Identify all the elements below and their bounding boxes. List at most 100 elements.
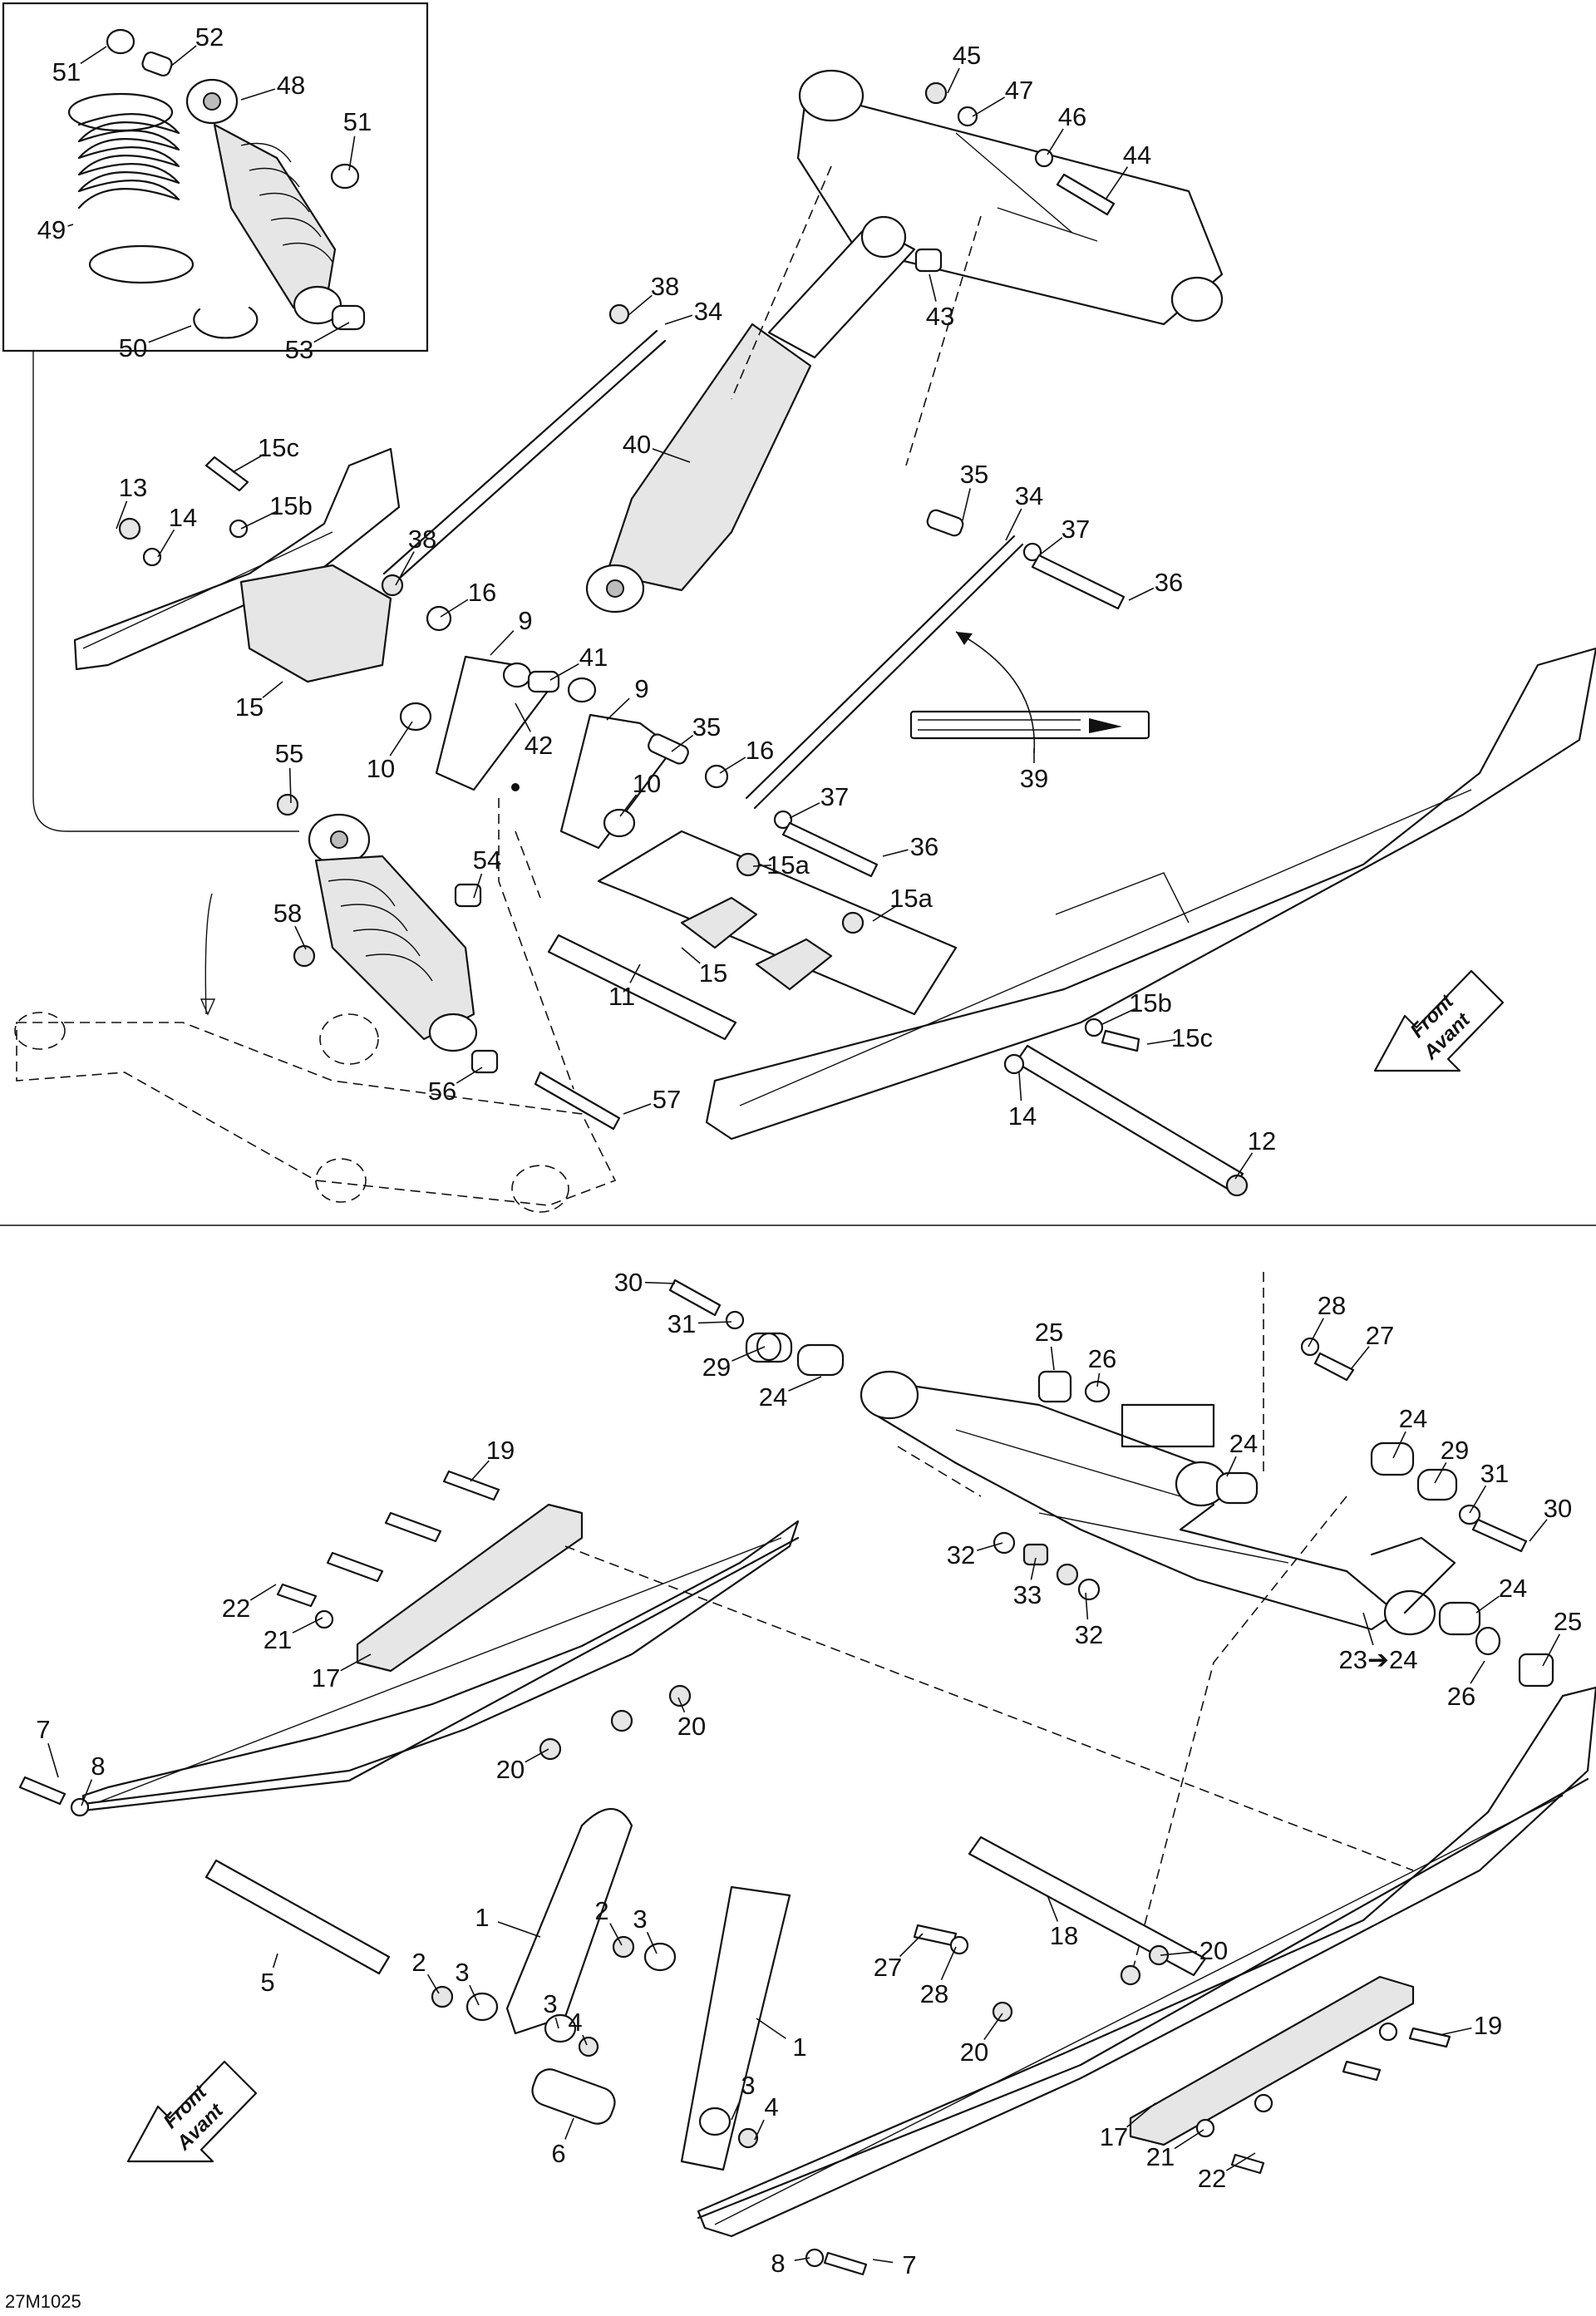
top-assembly: Front Avant 5152485149505345474644433834… — [2, 2, 1596, 1213]
callout-label: 14 — [169, 503, 197, 532]
callout-leader — [262, 681, 283, 698]
callout-label: 35 — [692, 712, 721, 742]
callout-leader — [794, 2257, 810, 2261]
callout-label: 20 — [960, 2038, 988, 2067]
callout-label: 19 — [486, 1436, 515, 1465]
callout-leader — [554, 2017, 559, 2029]
link-34-right — [745, 535, 1024, 810]
callout-label: 22 — [1198, 2164, 1226, 2193]
callout-label: 8 — [771, 2249, 785, 2278]
callout-leader — [754, 2119, 765, 2141]
callout-leader — [962, 488, 971, 521]
callout-label: 5 — [260, 1968, 274, 1997]
callout-leader — [929, 273, 937, 302]
callout-leader — [627, 294, 653, 317]
callout-leader — [1234, 1152, 1254, 1180]
front-arrow-top: Front Avant — [1373, 969, 1505, 1072]
callout-leader — [1047, 128, 1064, 155]
callout-label: 15b — [1129, 988, 1172, 1018]
callout-label: 21 — [264, 1625, 292, 1654]
callout-leader — [469, 1984, 480, 2006]
callout-leader — [549, 663, 579, 681]
bottom-fasteners — [18, 1470, 1451, 2276]
callout-leader — [1105, 166, 1129, 200]
callout-leader — [899, 1933, 924, 1958]
shaft-12 — [1014, 1044, 1244, 1192]
callout-leader — [1351, 1346, 1370, 1369]
callout-label: 23➔24 — [1339, 1645, 1418, 1674]
link-34-left — [382, 329, 667, 588]
callout-label: 18 — [1050, 1921, 1078, 1950]
left-rail-bottom — [81, 1520, 800, 1812]
shaft-11 — [547, 934, 737, 1041]
callout-leader — [170, 45, 197, 67]
callout-leader — [564, 2117, 574, 2140]
shaft-5 — [204, 1859, 391, 1975]
decal-39 — [909, 710, 1150, 740]
callout-label: 47 — [1005, 76, 1033, 105]
plate-17-left — [356, 1503, 584, 1673]
callout-label: 2 — [594, 1896, 608, 1925]
plate-17-right — [1129, 1975, 1415, 2146]
pivot-arm-9-right — [559, 713, 675, 850]
callout-leader — [1308, 1318, 1324, 1348]
callout-leader — [470, 1460, 490, 1482]
callout-leader — [272, 1953, 278, 1969]
callout-label: 55 — [275, 739, 303, 768]
callout-leader — [395, 551, 415, 586]
bottom-bushings — [668, 1279, 1554, 1688]
callout-leader — [81, 1779, 93, 1806]
callout-label: 24 — [1229, 1429, 1258, 1458]
pivot-arm-9-left — [435, 655, 550, 791]
callout-leader — [789, 802, 820, 819]
callout-leader — [1174, 2129, 1204, 2150]
top-fasteners — [118, 81, 1249, 1197]
callout-leader — [882, 849, 909, 857]
callout-label: 14 — [1008, 1101, 1037, 1131]
callout-label: 38 — [651, 272, 679, 301]
callout-leader — [756, 2018, 786, 2039]
callout-leader — [348, 136, 356, 171]
callout-label: 4 — [568, 2008, 582, 2037]
callout-leader — [752, 865, 772, 867]
callout-label: 27 — [874, 1953, 902, 1982]
shock-detail-inset — [2, 2, 429, 352]
callout-leader — [872, 904, 898, 922]
left-rail-top — [73, 447, 401, 683]
callout-label: 12 — [1248, 1126, 1276, 1156]
callout-label: 40 — [623, 430, 651, 459]
callout-leader — [732, 1346, 766, 1362]
callout-leader — [313, 322, 350, 343]
spring-49 — [67, 92, 195, 284]
callout-label: 20 — [677, 1712, 706, 1741]
shock-48 — [185, 78, 342, 325]
callout-leader — [788, 1376, 822, 1392]
callout-label: 7 — [902, 2250, 916, 2279]
callout-leader — [677, 1697, 686, 1713]
rear-shock — [308, 813, 478, 1052]
callout-label: 41 — [579, 643, 608, 672]
callout-label: 24 — [1399, 1404, 1427, 1433]
callout-label: 49 — [37, 215, 66, 244]
callout-label: 15 — [699, 958, 727, 988]
callout-leader — [389, 721, 413, 756]
callout-label: 19 — [1474, 2011, 1502, 2040]
callout-label: 17 — [312, 1663, 340, 1693]
callout-leader — [294, 925, 307, 950]
rear-arm-phantom — [14, 1012, 617, 1213]
callout-label: 29 — [702, 1353, 731, 1382]
callout-label: 15 — [235, 692, 264, 722]
callout-leader — [240, 88, 276, 101]
callout-label: 15a — [766, 850, 810, 880]
callout-label: 37 — [820, 782, 849, 811]
callout-label: 21 — [1146, 2142, 1175, 2171]
callout-label: 15b — [269, 491, 313, 520]
callout-leader — [1469, 1485, 1487, 1514]
callout-leader — [731, 2097, 742, 2121]
callout-leader — [983, 2013, 1003, 2040]
callout-label: 38 — [408, 525, 436, 554]
front-arm-tube — [796, 69, 1224, 326]
callout-label: 28 — [1318, 1291, 1346, 1320]
callout-leader — [872, 2259, 894, 2264]
